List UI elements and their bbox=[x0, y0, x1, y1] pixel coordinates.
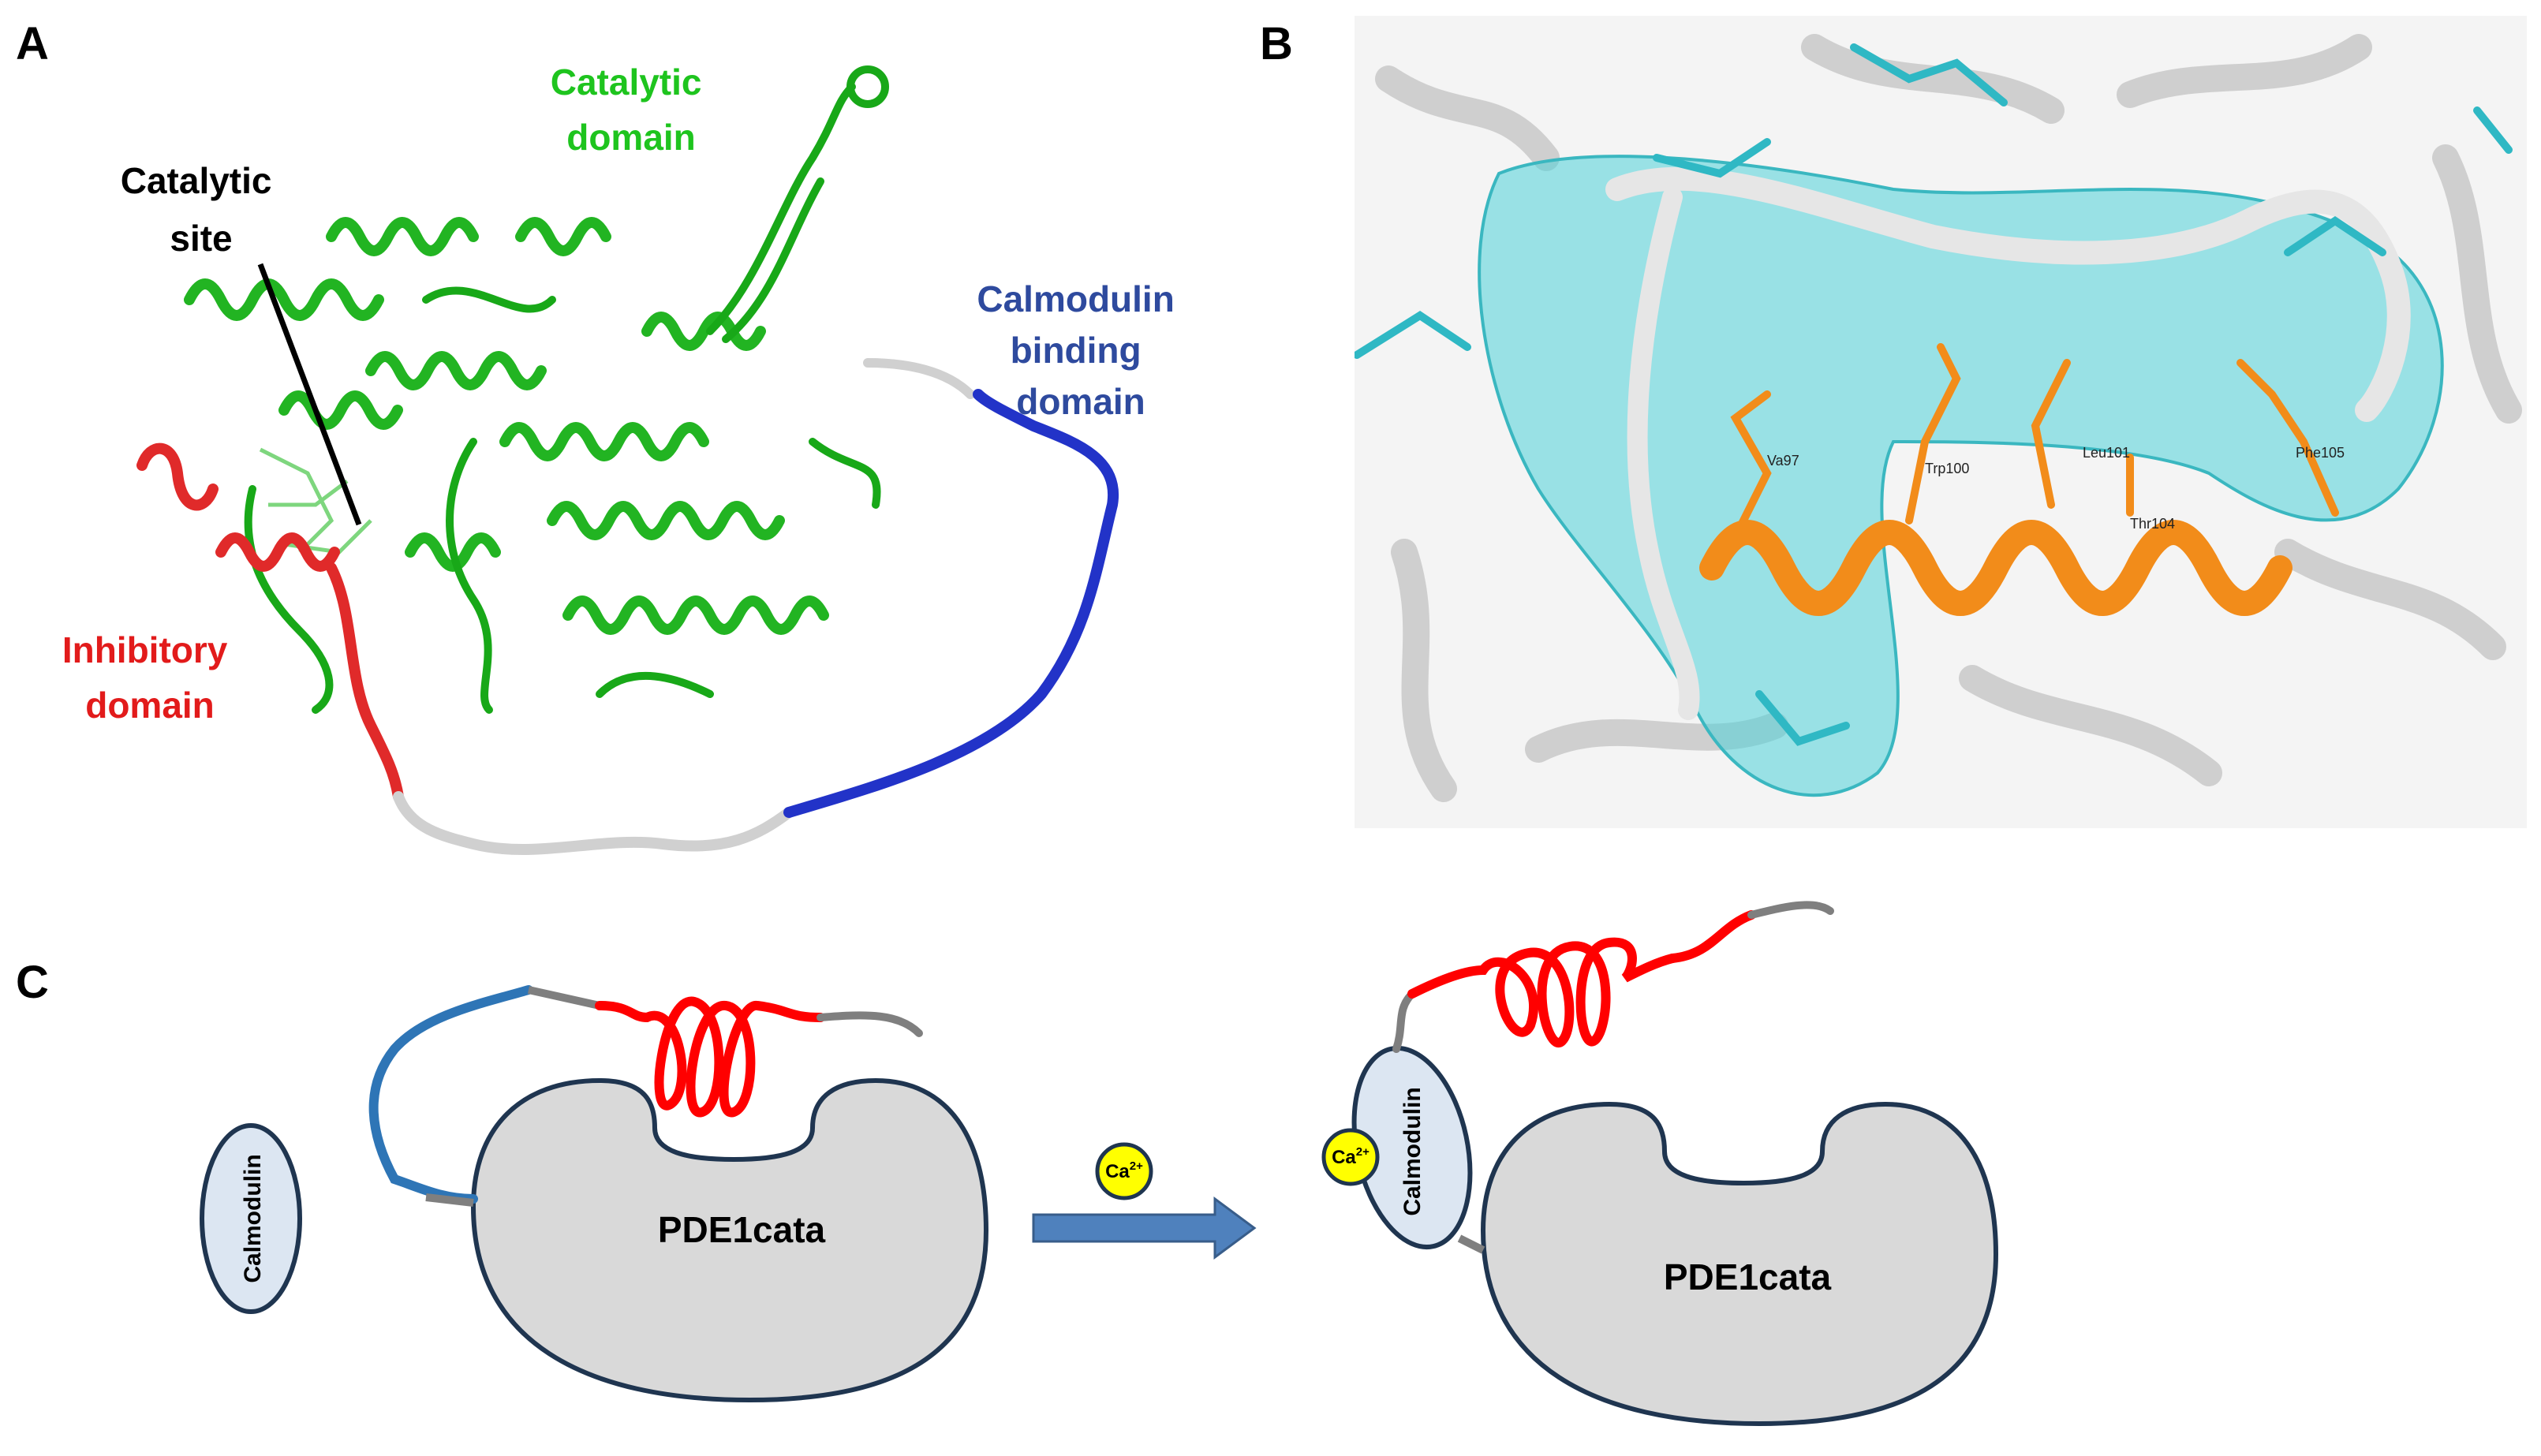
linker-tail-inactive bbox=[816, 1011, 923, 1037]
linker-gray-segment bbox=[425, 1193, 474, 1207]
panel-a-letter: A bbox=[16, 18, 49, 69]
catalytic-site-sidechains bbox=[259, 447, 372, 554]
catalytic-domain-label: Catalytic domain bbox=[551, 62, 712, 158]
calcium-ion-bound-label: Ca2+ bbox=[1332, 1145, 1370, 1168]
linker-gray-active-2 bbox=[1392, 990, 1416, 1053]
panel-b-image: Va97 Trp100 Leu101 Thr104 Phe105 bbox=[1355, 16, 2527, 828]
panel-a-structure bbox=[136, 65, 1119, 856]
panel-b-loop-ribbon-2 bbox=[1627, 187, 1700, 720]
panel-c-letter: C bbox=[16, 957, 49, 1008]
linker-gray-active bbox=[1457, 1234, 1485, 1254]
calcium-ion bbox=[1095, 1142, 1153, 1200]
inhibitory-helix-active bbox=[1407, 937, 1677, 1048]
catalytic-domain-hairpin bbox=[846, 65, 889, 108]
catalytic-domain-loops bbox=[244, 83, 881, 714]
inhibitory-domain-ribbon bbox=[136, 442, 404, 802]
binding-pocket-surface bbox=[1478, 155, 2444, 797]
residue-label-va97: Va97 bbox=[1767, 453, 1799, 469]
inhibitory-helix-inactive bbox=[595, 996, 825, 1118]
calcium-ion-label: Ca2+ bbox=[1105, 1159, 1143, 1182]
calcium-ion-bound bbox=[1321, 1128, 1380, 1186]
catalytic-site-pointer bbox=[257, 263, 362, 526]
panel-c-inactive-state: Calmodulin PDE1cata bbox=[200, 985, 989, 1403]
residue-label-trp100: Trp100 bbox=[1925, 461, 1969, 476]
pde1-enzyme-inactive bbox=[470, 1077, 989, 1403]
calmodulin-binding-domain-ribbon bbox=[783, 389, 1119, 818]
inhibitory-domain-label: Inhibitory domain bbox=[62, 629, 237, 726]
surrounding-residues bbox=[1355, 43, 2513, 746]
calmodulin-binding-linker-inactive bbox=[368, 985, 533, 1204]
catalytic-domain-ribbon bbox=[184, 217, 829, 635]
panel-b-loop-ribbon bbox=[1605, 166, 2411, 422]
residue-sidechains bbox=[1730, 343, 2339, 540]
calcium-activation: Ca2+ bbox=[1032, 1142, 1257, 1260]
calmodulin-free bbox=[200, 1123, 302, 1314]
residue-label-phe105: Phe105 bbox=[2296, 445, 2345, 461]
linker-tail-active bbox=[1747, 901, 1834, 919]
calmodulin-bound-label: Calmodulin bbox=[1399, 1087, 1426, 1215]
catalytic-site-label: Catalytic site bbox=[121, 160, 282, 259]
calmodulin-binding-domain-label: Calmodulin binding domain bbox=[977, 278, 1184, 422]
linker-gray-segment-2 bbox=[527, 986, 601, 1010]
panel-c-active-state: PDE1cata Calmodulin Ca2+ bbox=[1321, 901, 1999, 1427]
pde1-enzyme-active bbox=[1480, 1101, 1999, 1427]
pde1-label-active: PDE1cata bbox=[1664, 1256, 1832, 1297]
inhibitory-tail-active bbox=[1668, 910, 1756, 963]
residue-label-leu101: Leu101 bbox=[2083, 445, 2130, 461]
calmodulin-free-label: Calmodulin bbox=[240, 1154, 266, 1282]
residue-label-thr104: Thr104 bbox=[2130, 516, 2175, 532]
panel-b-letter: B bbox=[1260, 18, 1293, 69]
linker-ribbon bbox=[393, 791, 794, 856]
inhibitory-helix bbox=[1699, 520, 2293, 616]
pde1-label-inactive: PDE1cata bbox=[658, 1209, 826, 1250]
linker-ribbon-upper bbox=[863, 358, 975, 399]
activation-arrow bbox=[1032, 1197, 1257, 1260]
